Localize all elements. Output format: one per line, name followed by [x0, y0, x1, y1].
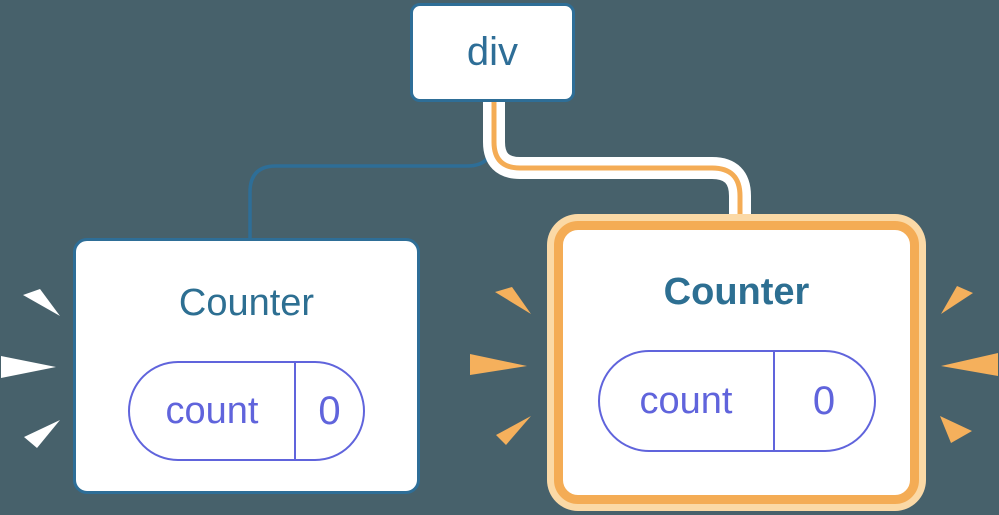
- card-title: Counter: [178, 282, 315, 324]
- state-name-cell: count: [600, 352, 775, 450]
- right-card-right-spark-burst-icon: [940, 286, 998, 443]
- state-value-cell: 0: [318, 388, 341, 433]
- card-title: Counter: [663, 271, 810, 313]
- state-pill: count 0: [128, 361, 365, 461]
- root-node-label: div: [466, 30, 519, 74]
- counter-card-left: Counter count 0: [73, 238, 420, 494]
- edge-right-highlight-icon: [491, 100, 743, 232]
- state-name-cell: count: [130, 363, 296, 459]
- state-pill: count 0: [597, 350, 876, 452]
- right-card-left-spark-burst-icon: [470, 287, 531, 445]
- counter-card-right-highlighted: Counter count 0: [554, 221, 919, 504]
- edge-left-icon: [248, 100, 495, 245]
- state-value-cell: 0: [812, 378, 836, 423]
- left-card-spark-burst-icon: [1, 289, 60, 448]
- root-node: div: [410, 3, 575, 102]
